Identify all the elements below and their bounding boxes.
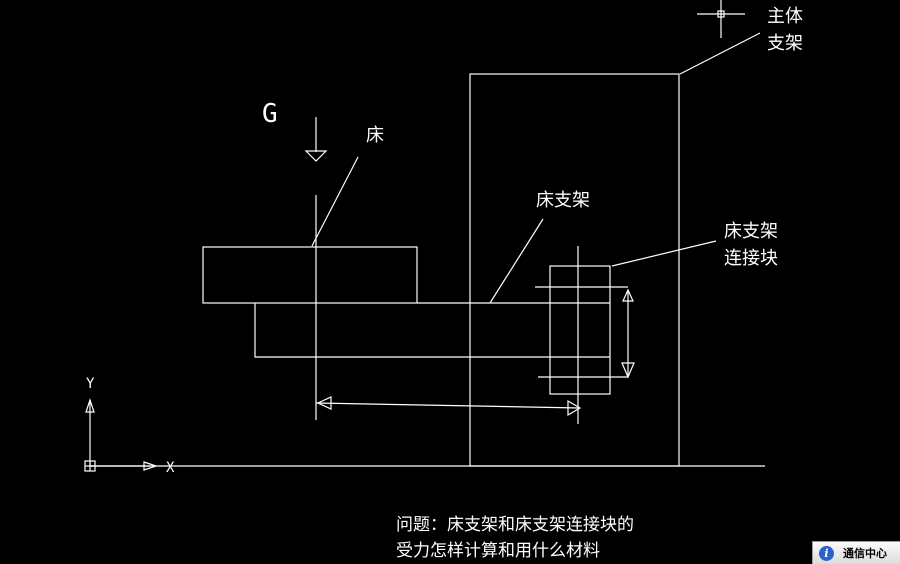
x-axis-label: X <box>166 460 175 476</box>
bed-bracket-outline <box>254 303 610 358</box>
question-line1: 问题：床支架和床支架连接块的 <box>396 515 634 535</box>
bed-label: 床 <box>366 125 384 146</box>
ucs-icon <box>84 398 158 472</box>
main-frame-label-line2: 支架 <box>767 33 803 54</box>
connector-block-rect <box>549 265 611 395</box>
bed-bracket-leader <box>489 218 544 304</box>
horizontal-dimension-line <box>315 402 581 409</box>
main-frame-rect <box>469 73 680 467</box>
vertical-dimension-arrow-top <box>622 288 634 302</box>
main-frame-label-line1: 主体 <box>767 6 803 27</box>
bed-rect <box>202 246 418 304</box>
main-frame-leader <box>679 32 761 75</box>
connector-block-label-line1: 床支架 <box>724 221 778 242</box>
horizontal-dimension-arrow-right <box>567 399 582 417</box>
question-line2: 受力怎样计算和用什么材料 <box>396 541 600 561</box>
bed-leader <box>311 156 359 247</box>
connector-block-label-line2: 连接块 <box>724 248 778 269</box>
horizontal-dimension-arrow-left <box>316 396 332 410</box>
connector-block-leader <box>611 240 717 267</box>
vertical-dimension-arrow-bottom <box>621 362 635 379</box>
communication-center-label: 通信中心 <box>843 547 887 560</box>
bed-bracket-label: 床支架 <box>536 190 590 211</box>
info-icon: i <box>819 545 834 561</box>
load-label: G <box>262 99 278 129</box>
communication-center-button[interactable]: i 通信中心 <box>812 541 900 564</box>
y-axis-label: Y <box>86 376 95 392</box>
crosshair-cursor-icon <box>697 0 745 38</box>
load-arrow-head <box>304 150 328 162</box>
